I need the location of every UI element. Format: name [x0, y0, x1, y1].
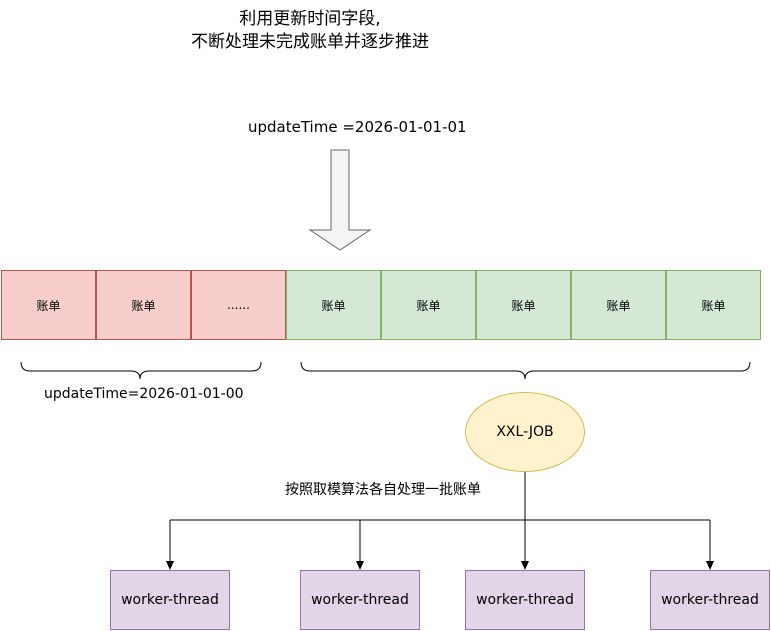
title-line-1: 利用更新时间字段, [239, 9, 381, 29]
worker-node: worker-thread [110, 570, 230, 630]
bill-cell-pending: 账单 [666, 270, 761, 340]
dispatch-label: 按照取模算法各自处理一批账单 [285, 479, 481, 499]
processed-brace [20, 361, 262, 380]
bill-cell-processed: 账单 [96, 270, 191, 340]
bill-cell-processed: 账单 [1, 270, 96, 340]
bill-cell-pending: 账单 [286, 270, 381, 340]
worker-node: worker-thread [300, 570, 420, 630]
title-line-2: 不断处理未完成账单并逐步推进 [191, 32, 429, 52]
bill-cell-pending: 账单 [476, 270, 571, 340]
bill-cell-pending: 账单 [381, 270, 476, 340]
bill-cell-pending: 账单 [571, 270, 666, 340]
down-arrow-icon [308, 149, 372, 251]
arrowhead-icon [521, 561, 529, 570]
arrowhead-icon [706, 561, 714, 570]
worker-node: worker-thread [650, 570, 770, 630]
diagram-title: 利用更新时间字段, 不断处理未完成账单并逐步推进 [120, 8, 500, 54]
scheduler-node: XXL-JOB [465, 392, 585, 472]
arrowhead-icon [356, 561, 364, 570]
processed-label: updateTime=2026-01-01-00 [44, 386, 244, 402]
worker-node: worker-thread [465, 570, 585, 630]
arrowhead-icon [166, 561, 174, 570]
bill-cell-processed-ellipsis: ...... [191, 270, 286, 340]
pending-brace [300, 361, 751, 380]
pointer-label: updateTime =2026-01-01-01 [248, 118, 467, 136]
